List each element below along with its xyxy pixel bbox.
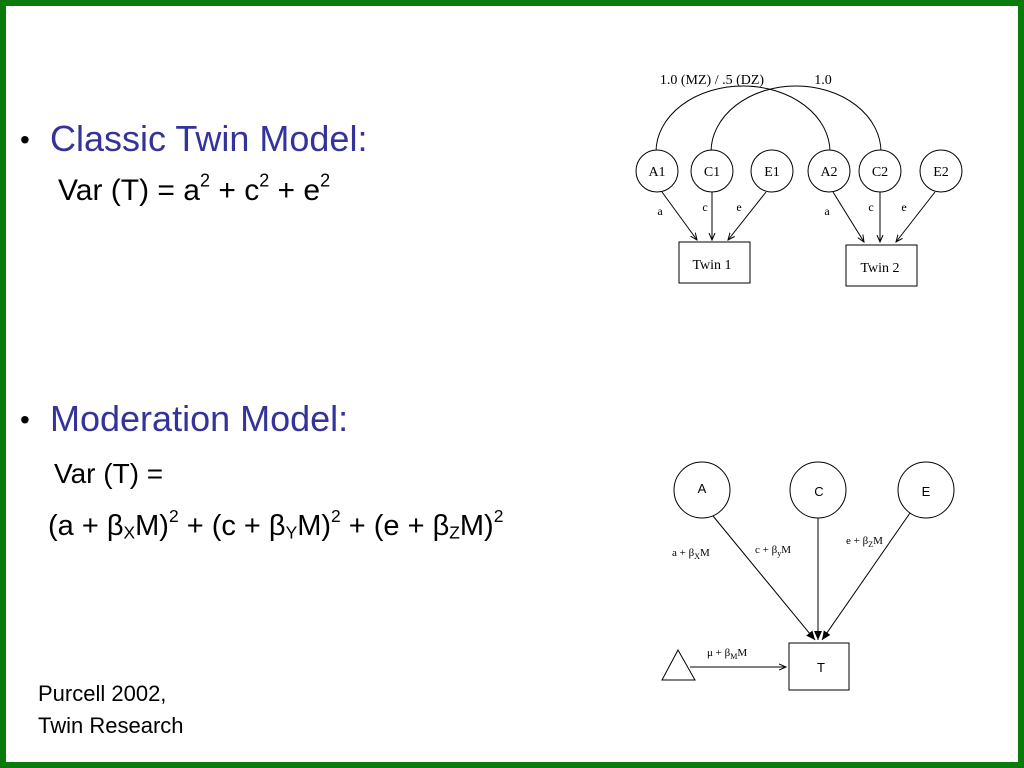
mean-path-label: μ + βMM: [707, 647, 747, 661]
mod-f1: (a + β: [48, 510, 124, 542]
t-box-label: T: [817, 660, 825, 675]
path-label-a-moderated: a + βXM: [672, 547, 710, 561]
path-label-e-twin2: e: [901, 200, 906, 214]
node-a1-label: A1: [648, 165, 665, 180]
path-label-c-twin2: c: [868, 200, 873, 214]
node-e1: [750, 149, 794, 193]
node-a2: [807, 149, 851, 193]
citation-line-1: Purcell 2002,: [38, 681, 167, 706]
twin-diagram: 1.0 (MZ) / .5 (DZ) 1.0 A1 C1 E1 A2 C2 E2…: [635, 73, 963, 287]
node-a1: [635, 149, 679, 193]
classic-var-prefix: Var (T) = a: [58, 174, 200, 207]
correlation-arc-a: [655, 85, 831, 153]
citation: Purcell 2002, Twin Research: [38, 678, 184, 742]
path-label-c-moderated: c + βyM: [755, 544, 791, 558]
moderation-formula: (a + βXM)2 + (c + βYM)2 + (e + βZM)2: [48, 507, 503, 543]
moderation-var-line: Var (T) =: [54, 458, 164, 489]
mod-f6: M): [459, 510, 494, 542]
node-e2-label: E2: [933, 165, 949, 180]
citation-line-2: Twin Research: [38, 713, 184, 738]
classic-exp-c: 2: [259, 170, 270, 191]
mod-exp-1: 2: [168, 505, 179, 526]
path-e-twin1: [728, 191, 767, 240]
correlation-label-c: 1.0: [814, 73, 832, 88]
path-label-a-twin1: a: [657, 204, 663, 218]
path-label-c-twin1: c: [702, 200, 707, 214]
node-a-label: A: [698, 481, 707, 496]
mod-f4: M): [297, 510, 332, 542]
mod-exp-2: 2: [331, 505, 341, 526]
path-e-moderated: [821, 512, 911, 641]
classic-heading: Classic Twin Model:: [50, 118, 368, 159]
classic-plus-c: + c: [210, 174, 260, 207]
bullet-moderation: •: [20, 404, 30, 435]
classic-exp-a: 2: [199, 170, 210, 191]
bullet-classic: •: [20, 124, 30, 155]
twin2-box: [845, 244, 918, 287]
mod-exp-3: 2: [493, 505, 504, 526]
classic-exp-e: 2: [320, 170, 331, 191]
mod-sub-y: Y: [285, 522, 298, 543]
correlation-label-a: 1.0 (MZ) / .5 (DZ): [660, 73, 765, 88]
node-a: [673, 461, 731, 519]
node-e2: [919, 149, 963, 193]
mod-f5: + (e + β: [340, 510, 450, 542]
node-a2-label: A2: [820, 165, 837, 180]
mod-f3: + (c + β: [178, 510, 286, 542]
moderation-diagram: A C E a + βXM c + βyM e + βZM μ + βMM T: [661, 461, 955, 691]
node-c-label: C: [814, 484, 823, 499]
mod-f2: M): [135, 510, 169, 542]
moderation-heading: Moderation Model:: [50, 398, 349, 439]
path-a-twin2: [832, 191, 864, 242]
path-e-twin2: [896, 191, 936, 242]
path-label-e-twin1: e: [736, 200, 741, 214]
twin1-box: [678, 241, 751, 284]
classic-plus-e: + e: [269, 174, 321, 207]
path-label-e-moderated: e + βZM: [846, 535, 883, 549]
twin2-label: Twin 2: [860, 261, 899, 276]
classic-formula: Var (T) = a2 + c2 + e2: [58, 170, 331, 208]
t-box: [788, 642, 850, 691]
mean-triangle: [661, 648, 696, 681]
path-label-a-twin2: a: [824, 204, 830, 218]
node-c2-label: C2: [872, 165, 888, 180]
path-a-moderated: [712, 515, 816, 641]
node-c1-label: C1: [704, 165, 720, 180]
path-a-twin1: [661, 191, 697, 240]
mod-sub-x: X: [123, 522, 136, 543]
mod-sub-z: Z: [449, 522, 460, 543]
node-e1-label: E1: [764, 165, 780, 180]
node-e-label: E: [922, 484, 931, 499]
node-e: [897, 461, 955, 519]
correlation-arc-c: [710, 85, 882, 153]
twin1-label: Twin 1: [692, 258, 731, 273]
